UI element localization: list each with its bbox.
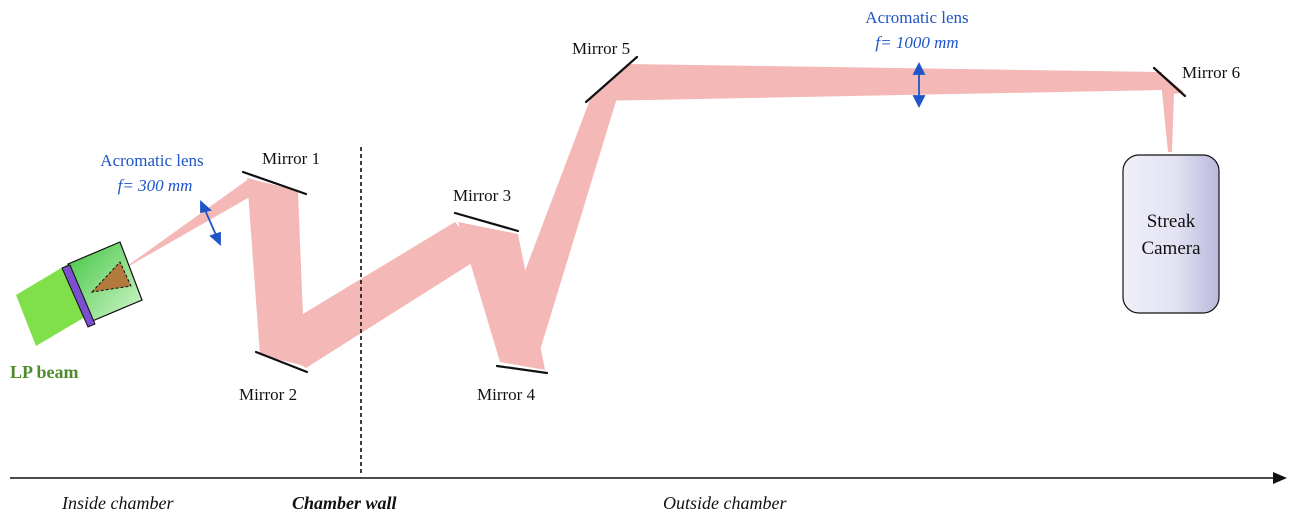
beam-segment-m6-camera <box>1160 72 1184 152</box>
beam-segment-m2-m3 <box>260 222 483 368</box>
lens-1-marker <box>200 199 221 247</box>
outside-chamber-label: Outside chamber <box>663 493 787 513</box>
lens-1-focal-label: f= 300 mm <box>118 176 193 195</box>
mirror-4-label: Mirror 4 <box>477 385 536 404</box>
lens-2-marker <box>912 61 926 109</box>
laser-beam-path <box>102 64 1184 370</box>
mirror-3 <box>453 211 520 233</box>
mirror-5 <box>584 55 639 104</box>
mirror-2-label: Mirror 2 <box>239 385 297 404</box>
crystal-cone <box>90 261 132 293</box>
crystal-window <box>61 264 96 328</box>
beam-segment-m4-m5 <box>514 65 627 357</box>
mirror-1 <box>241 170 308 196</box>
mirror-6 <box>1152 66 1187 98</box>
mirrors <box>241 55 1187 375</box>
inside-chamber-label: Inside chamber <box>61 493 174 513</box>
lp-beam-label: LP beam <box>10 362 79 382</box>
lens-2-name-label: Acromatic lens <box>865 8 968 27</box>
streak-camera <box>1122 154 1220 314</box>
beam-segment-m5-m6 <box>593 64 1162 101</box>
mirror-4 <box>495 364 549 375</box>
camera-label-line2: Camera <box>1141 238 1201 259</box>
mirror-6-label: Mirror 6 <box>1182 63 1240 82</box>
camera-label-line1: Streak <box>1147 211 1196 232</box>
nonlinear-crystal <box>61 241 143 328</box>
chamber-wall-label: Chamber wall <box>292 493 397 513</box>
beam-segment-lens1 <box>102 178 262 284</box>
mirror-3-label: Mirror 3 <box>453 186 511 205</box>
mirror-5-label: Mirror 5 <box>572 39 630 58</box>
lens-1-name-label: Acromatic lens <box>100 151 203 170</box>
lens-2-focal-label: f= 1000 mm <box>875 33 958 52</box>
mirror-2 <box>254 350 309 374</box>
beam-segment-m3-m4 <box>458 222 545 370</box>
mirror-1-label: Mirror 1 <box>262 149 320 168</box>
chamber-axis-arrowhead <box>1273 472 1287 484</box>
beam-segment-m1-m2 <box>247 178 305 366</box>
